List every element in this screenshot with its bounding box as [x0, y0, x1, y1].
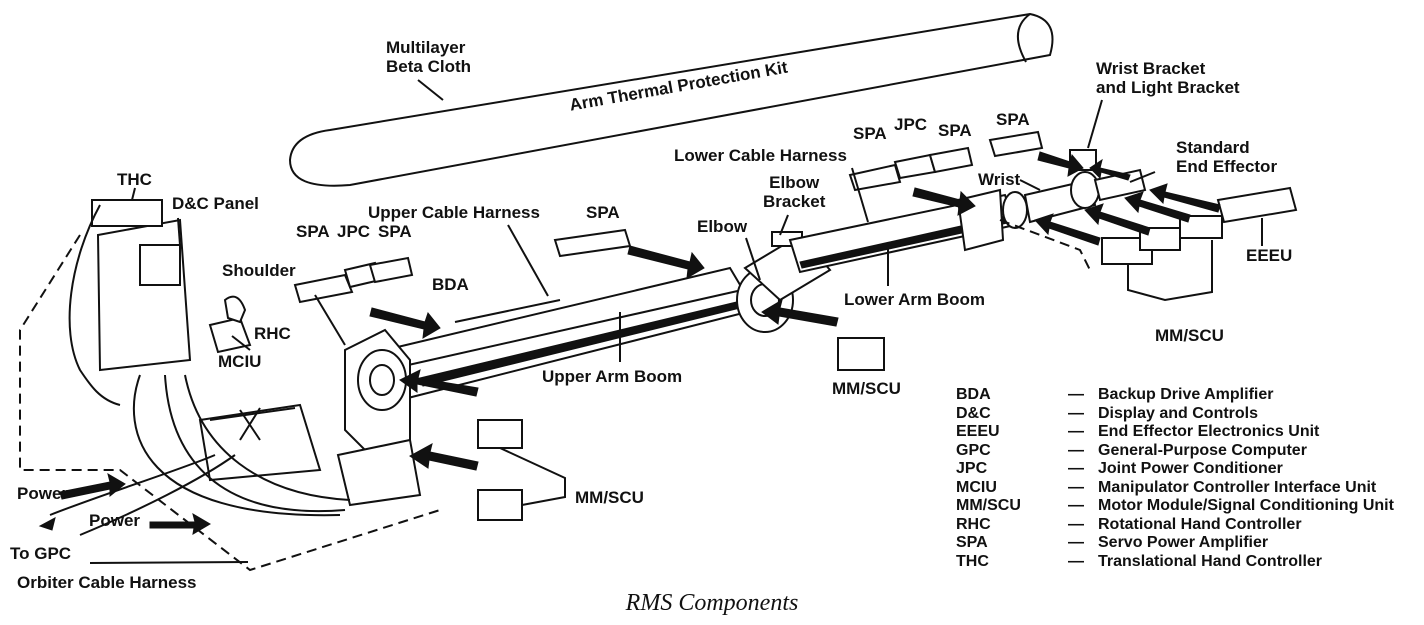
legend-dash: — — [1068, 460, 1084, 477]
label-standard-end-effector: Standard End Effector — [1176, 138, 1278, 176]
label-dc-panel: D&C Panel — [172, 194, 259, 213]
label-power-2: Power — [89, 511, 141, 530]
legend-desc: Rotational Hand Controller — [1098, 515, 1302, 533]
label-elbow: Elbow — [697, 217, 748, 236]
label-rhc: RHC — [254, 324, 291, 343]
electronics-boxes — [293, 130, 1298, 521]
legend-desc: General-Purpose Computer — [1098, 441, 1307, 459]
legend-row: EEEU — End Effector Electronics Unit — [956, 423, 1394, 442]
label-mm-scu-shoulder: MM/SCU — [575, 488, 644, 507]
legend-abbr: MM/SCU — [956, 497, 1021, 514]
legend-desc: End Effector Electronics Unit — [1098, 423, 1320, 440]
legend-desc: Servo Power Amplifier — [1098, 534, 1269, 551]
legend-abbr: GPC — [956, 441, 991, 459]
legend-dash: — — [1068, 441, 1084, 459]
mciu-box — [198, 403, 322, 482]
legend-dash: — — [1068, 497, 1084, 514]
legend-desc: Display and Controls — [1098, 404, 1259, 422]
legend-dash: — — [1068, 534, 1084, 551]
legend-desc: Manipulator Controller Interface Unit — [1098, 478, 1377, 496]
legend-dash: — — [1068, 515, 1084, 533]
legend-row: THC — Translational Hand Controller — [956, 553, 1394, 572]
label-spa-lower-2: SPA — [938, 121, 972, 140]
legend-abbr: JPC — [956, 460, 988, 477]
legend-desc: Joint Power Conditioner — [1098, 460, 1283, 477]
label-lower-cable-harness: Lower Cable Harness — [674, 146, 847, 165]
label-spa-lower-1: SPA — [853, 124, 887, 143]
legend-row: BDA — Backup Drive Amplifier — [956, 386, 1394, 405]
legend-abbr: BDA — [956, 386, 991, 403]
leader-lines — [89, 99, 1263, 564]
label-wrist-bracket: Wrist Bracket and Light Bracket — [1096, 59, 1240, 97]
label-to-gpc: To GPC — [10, 544, 72, 563]
shoulder-assembly — [336, 328, 422, 507]
flow-arrows — [38, 151, 1221, 535]
label-jpc-shoulder: JPC — [337, 222, 371, 241]
label-eeeu: EEEU — [1246, 246, 1293, 265]
legend-abbr: EEEU — [956, 423, 1000, 440]
legend-row: MM/SCU — Motor Module/Signal Conditioning … — [956, 497, 1394, 516]
label-shoulder: Shoulder — [222, 261, 296, 280]
legend-desc: Translational Hand Controller — [1098, 552, 1323, 570]
figure-caption: RMS Components — [625, 590, 799, 616]
label-mm-scu-wrist: MM/SCU — [1155, 326, 1224, 345]
legend-row: D&C — Display and Controls — [956, 405, 1394, 424]
label-orbiter-cable-harness: Orbiter Cable Harness — [17, 573, 197, 592]
legend-dash: — — [1068, 423, 1084, 440]
label-elbow-bracket: Elbow Bracket — [763, 173, 826, 211]
label-mm-scu-elbow: MM/SCU — [832, 379, 901, 398]
label-mciu: MCIU — [218, 352, 262, 371]
beta-cloth-leader — [417, 79, 444, 101]
dashed-boundaries — [19, 219, 1091, 572]
dc-panel-drawing — [68, 199, 252, 406]
label-multilayer-beta-cloth: Multilayer Beta Cloth — [386, 38, 471, 76]
label-thc: THC — [117, 170, 152, 189]
legend-dash: — — [1068, 404, 1084, 422]
label-spa-shoulder-1: SPA — [296, 222, 330, 241]
legend-row: RHC — Rotational Hand Controller — [956, 516, 1394, 535]
label-wrist: Wrist — [978, 170, 1021, 189]
legend-row: MCIU — Manipulator Controller Interface Un… — [956, 479, 1394, 498]
label-spa-wrist: SPA — [996, 110, 1030, 129]
legend-dash: — — [1068, 552, 1084, 570]
label-bda: BDA — [432, 275, 469, 294]
legend-abbr: RHC — [956, 515, 991, 533]
legend-abbr: SPA — [956, 534, 988, 551]
label-spa-shoulder-2: SPA — [378, 222, 412, 241]
legend-row: GPC — General-Purpose Computer — [956, 442, 1394, 461]
label-upper-cable-harness: Upper Cable Harness — [368, 203, 540, 222]
legend-desc: Motor Module/Signal Conditioning Unit — [1098, 497, 1394, 514]
legend-row: JPC — Joint Power Conditioner — [956, 460, 1394, 479]
legend-desc: Backup Drive Amplifier — [1098, 386, 1274, 403]
legend-abbr: MCIU — [956, 478, 997, 496]
legend-row: SPA — Servo Power Amplifier — [956, 534, 1394, 553]
legend-abbr: THC — [956, 552, 989, 570]
label-upper-arm-boom: Upper Arm Boom — [542, 367, 683, 386]
label-spa-upper: SPA — [586, 203, 620, 222]
legend-dash: — — [1068, 386, 1084, 403]
legend-dash: — — [1068, 478, 1084, 496]
label-jpc-lower: JPC — [894, 115, 928, 134]
legend-abbr: D&C — [956, 404, 991, 422]
thermal-protection-kit — [288, 12, 1054, 187]
label-power-1: Power — [17, 484, 69, 503]
label-lower-arm-boom: Lower Arm Boom — [844, 290, 986, 309]
bracket-lines — [499, 240, 1213, 506]
